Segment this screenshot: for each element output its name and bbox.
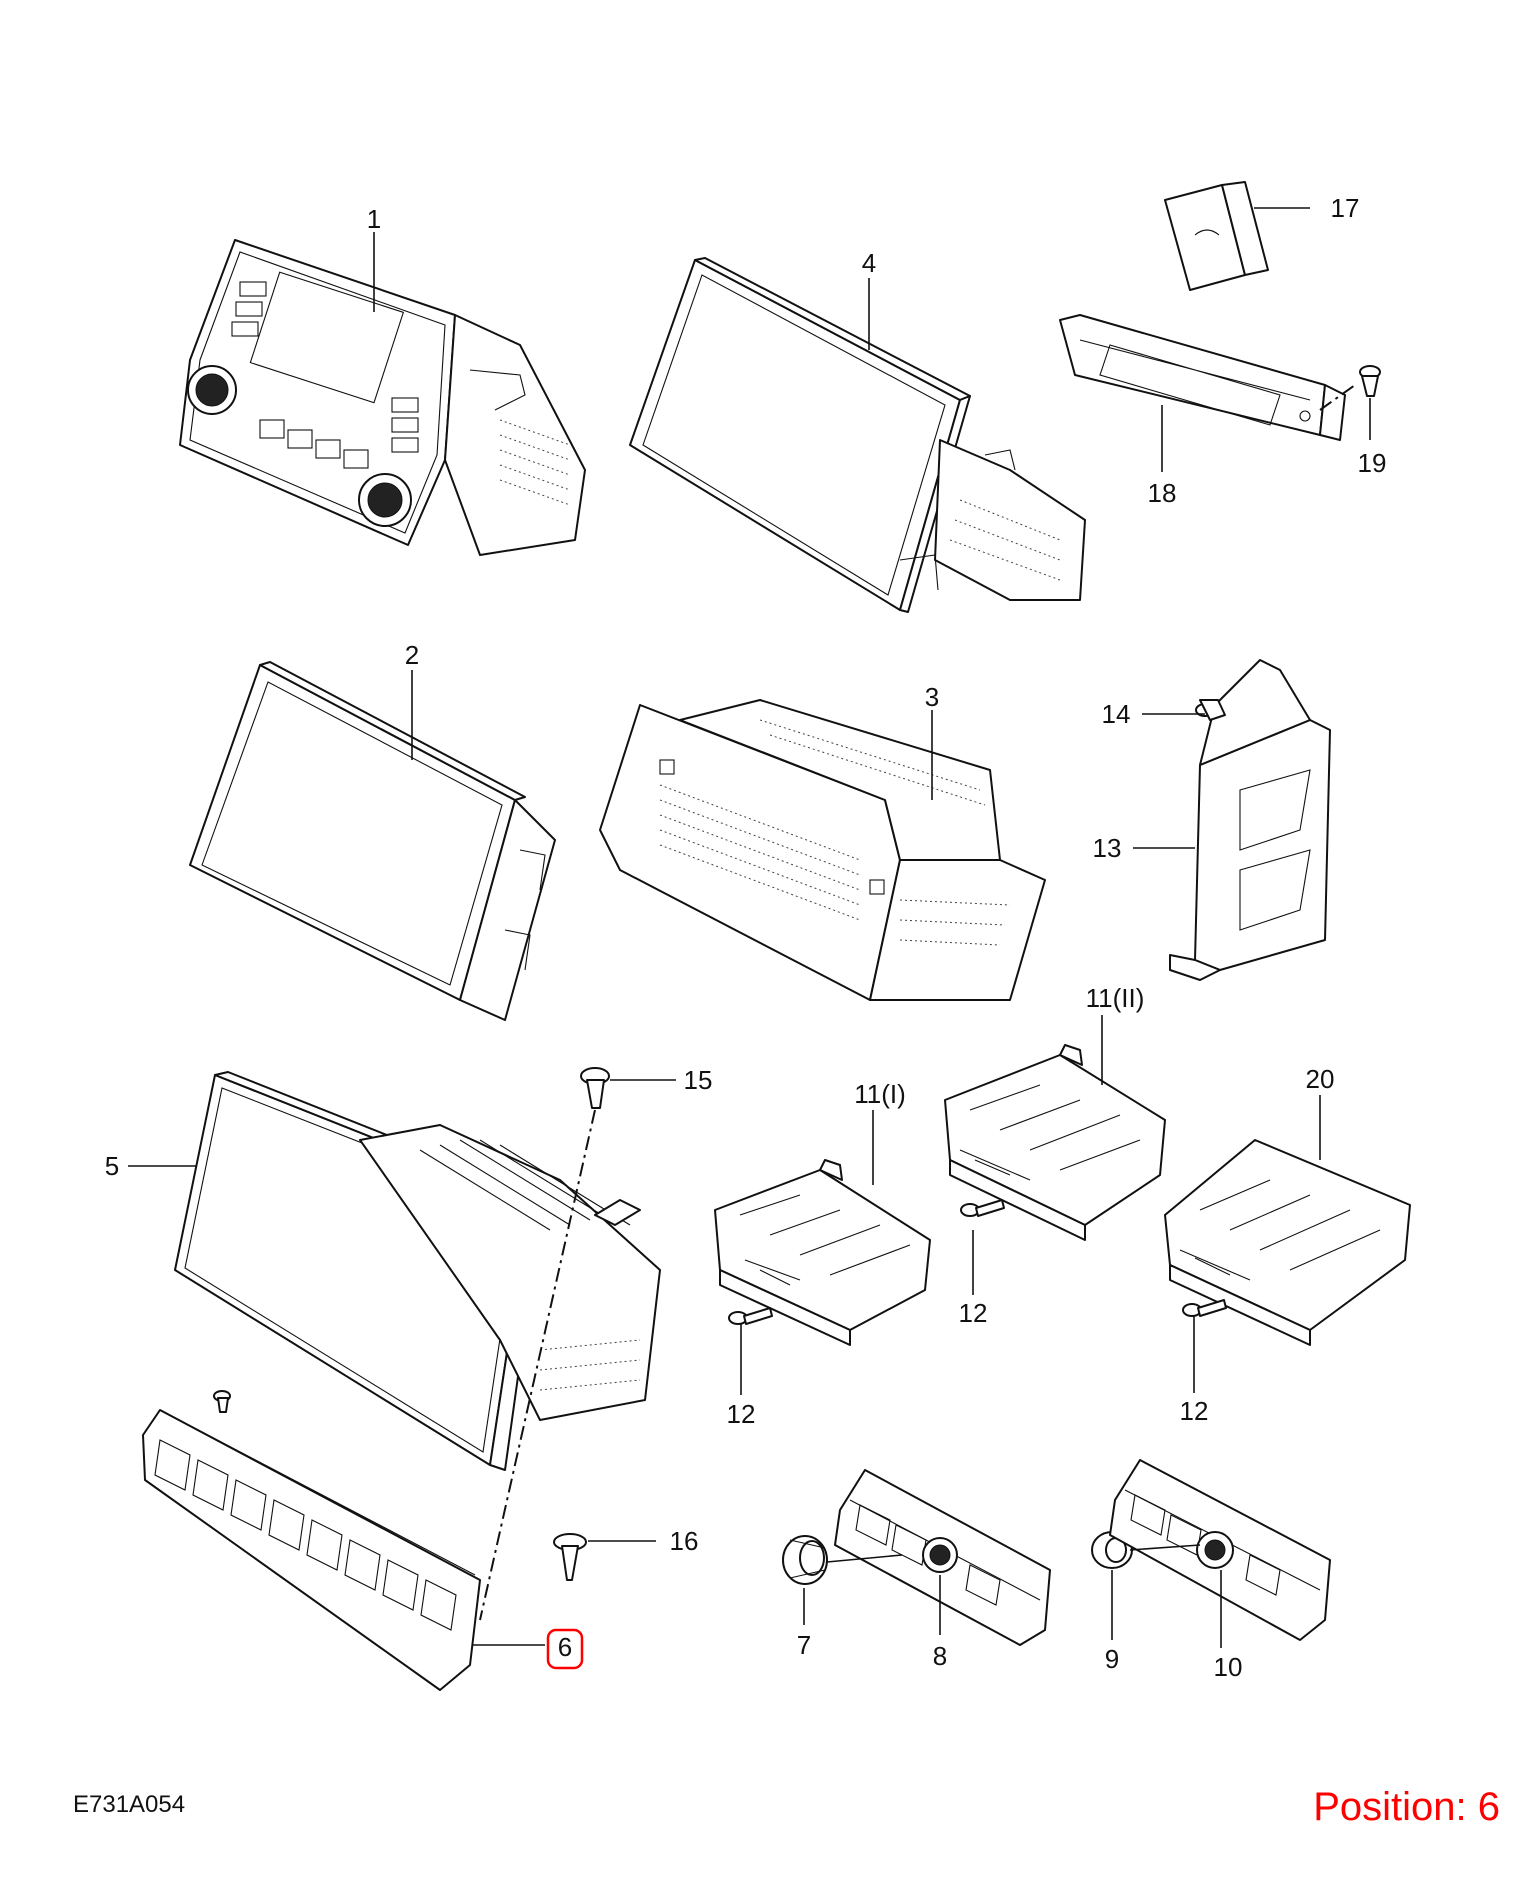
part-12-screw-a <box>728 1307 773 1325</box>
part-4-touchscreen <box>629 257 1086 613</box>
callout-12-a: 12 <box>959 1298 988 1328</box>
part-16-screw <box>553 1533 587 1581</box>
callout-17: 17 <box>1331 193 1360 223</box>
screw-alignment-dash <box>479 1109 596 1621</box>
callout-8: 8 <box>933 1641 947 1671</box>
callout-4: 4 <box>862 248 876 278</box>
part-11-i-module <box>714 1159 931 1346</box>
part-12-screw-b <box>960 1199 1005 1217</box>
part-19-leader-dash <box>1319 384 1356 411</box>
callout-9: 9 <box>1105 1644 1119 1674</box>
part-7-knob <box>782 1535 828 1585</box>
position-note: Position: 6 <box>1313 1785 1500 1829</box>
part-6-switch-bank <box>142 1390 481 1691</box>
callout-12-b: 12 <box>727 1399 756 1429</box>
part-8-control-panel <box>834 1469 1051 1646</box>
callout-11-ii: 11(II) <box>1086 983 1145 1013</box>
leader-lines <box>128 207 1371 1648</box>
part-13-bracket <box>1169 659 1331 981</box>
callout-19: 19 <box>1358 448 1387 478</box>
part-17-switch <box>1164 181 1269 291</box>
callout-1: 1 <box>367 204 381 234</box>
callout-16: 16 <box>670 1526 699 1556</box>
callout-15: 15 <box>684 1065 713 1095</box>
part-2-display <box>189 661 556 1021</box>
callout-20: 20 <box>1306 1064 1335 1094</box>
callout-7: 7 <box>797 1630 811 1660</box>
part-12-screw-c <box>1182 1299 1227 1317</box>
part-11-ii-module <box>944 1044 1166 1241</box>
part-5-large-display <box>174 1071 661 1471</box>
part-3-chassis <box>599 699 1046 1001</box>
part-10-control-panel <box>1109 1459 1331 1641</box>
part-19-screw <box>1359 365 1381 397</box>
callout-14: 14 <box>1102 699 1131 729</box>
callout-6-highlight-box <box>546 1628 584 1670</box>
callout-5: 5 <box>105 1151 119 1181</box>
drawing-number: E731A054 <box>73 1791 185 1818</box>
callout-12-c: 12 <box>1180 1396 1209 1426</box>
callout-11-i: 11(I) <box>854 1079 906 1109</box>
callout-13: 13 <box>1093 833 1122 863</box>
callout-6: 6 <box>558 1632 572 1662</box>
callout-18: 18 <box>1148 478 1177 508</box>
part-1-radio-unit <box>179 239 586 556</box>
part-14-screw <box>1195 699 1226 721</box>
part-20-module <box>1164 1139 1411 1346</box>
part-18-airbag-indicator <box>1059 314 1346 441</box>
callout-10: 10 <box>1214 1652 1243 1682</box>
callout-2: 2 <box>405 640 419 670</box>
callout-labels: 1 2 3 4 5 6 7 8 9 10 11(I) 11(II) 12 12 … <box>105 193 1387 1682</box>
callout-3: 3 <box>925 682 939 712</box>
part-15-screw <box>580 1067 610 1109</box>
